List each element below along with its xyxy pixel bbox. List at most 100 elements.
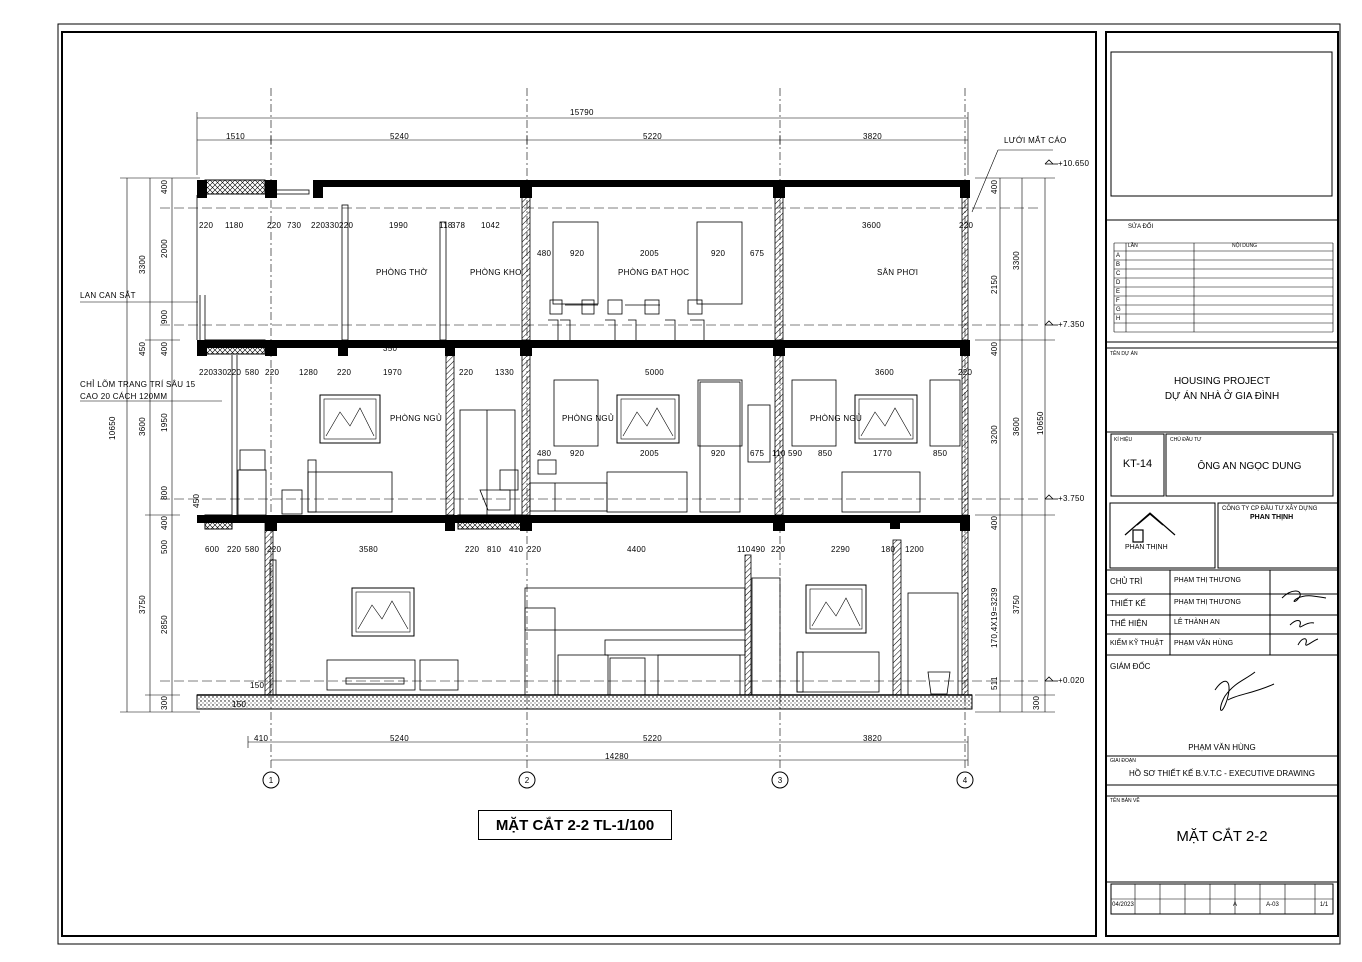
dim: 410 xyxy=(509,545,524,554)
sheet-info-cell: 04/2023 xyxy=(1112,902,1134,908)
revision-col-time: LẦN xyxy=(1128,243,1138,249)
revision-row: A xyxy=(1116,253,1121,259)
revision-row: B xyxy=(1116,262,1121,268)
dim: 150 xyxy=(250,681,265,690)
dim: 180 xyxy=(881,545,896,554)
dim: 220 xyxy=(267,221,282,230)
dim: 675 xyxy=(750,449,765,458)
svg-text:1: 1 xyxy=(269,776,274,785)
level-4: +0.020 xyxy=(1058,676,1085,685)
label-storage-room: PHÒNG KHO xyxy=(470,268,522,277)
right-dimension-lines xyxy=(975,177,1055,713)
dim: 110 xyxy=(737,545,751,554)
dim: 220 xyxy=(227,545,242,554)
dim: 220 xyxy=(459,368,474,377)
role-2-name: PHẠM THỊ THƯƠNG xyxy=(1174,599,1241,606)
company-name: CÔNG TY CP ĐẦU TƯ XÂY DỰNG xyxy=(1222,506,1318,512)
axis-bubbles xyxy=(262,771,974,789)
dim: 2005 xyxy=(640,249,659,258)
role-3-name: LÊ THÀNH AN xyxy=(1174,619,1220,626)
label-mesh: LƯỚI MẮT CÁO xyxy=(1004,136,1067,145)
dim: 1990 xyxy=(389,221,408,230)
dim: 580 xyxy=(245,545,260,554)
label-drying-yard: SÂN PHƠI xyxy=(877,268,919,277)
revision-col-content: NỘI DUNG xyxy=(1232,243,1257,249)
label-study-room: PHÒNG ĐẠT HỌC xyxy=(618,268,690,277)
revision-row: H xyxy=(1116,316,1121,322)
label-niche: CHỈ LÕM TRANG TRÍ SÂU 15 xyxy=(80,380,196,389)
dim: 600 xyxy=(205,545,220,554)
dim: 3600 xyxy=(862,221,881,230)
wall-pictures xyxy=(319,394,918,637)
dim: 675 xyxy=(750,249,765,258)
dim: 850 xyxy=(818,449,833,458)
dim: 220 xyxy=(339,221,354,230)
dim: 118 xyxy=(439,221,453,230)
dim: 1970 xyxy=(383,368,402,377)
top-dim-1: 1510 xyxy=(226,132,245,141)
dim: 2005 xyxy=(640,449,659,458)
furniture xyxy=(237,299,959,696)
dim: 220 xyxy=(227,368,242,377)
svg-text:4: 4 xyxy=(963,776,968,785)
revision-row: C xyxy=(1116,271,1121,277)
dim: 1200 xyxy=(905,545,924,554)
svg-text:2: 2 xyxy=(525,776,530,785)
bottom-dim-4: 3820 xyxy=(863,734,882,743)
dim: 110 xyxy=(772,449,786,458)
dim: 590 xyxy=(788,449,803,458)
director-name: PHẠM VĂN HÙNG xyxy=(1188,743,1256,752)
drawing-caption: MẶT CẮT 2-2 TL-1/100 xyxy=(478,810,672,840)
revision-row: G xyxy=(1116,307,1121,313)
dim: 330 xyxy=(213,368,228,377)
dim: 5000 xyxy=(645,368,664,377)
row3-dims: 220 1180 220 730 220 330 220 1990 118 37… xyxy=(199,221,535,230)
sheet-title-label: TÊN BẢN VẼ xyxy=(1110,798,1140,804)
revision-row: E xyxy=(1116,289,1121,295)
sheet-info-row: 04/2023 A A-03 1/1 xyxy=(1111,902,1333,908)
dim: 920 xyxy=(711,449,726,458)
drawing-frame xyxy=(61,31,1097,937)
walls xyxy=(264,186,969,696)
label-bedroom-2: PHÒNG NGỦ xyxy=(562,414,615,423)
revision-row: F xyxy=(1116,298,1120,304)
top-dim-2: 5240 xyxy=(390,132,409,141)
dim: 480 xyxy=(537,449,552,458)
role-2: THIẾT KẾ xyxy=(1110,599,1146,608)
sheet-info-cell: 1/1 xyxy=(1319,902,1329,908)
signatures xyxy=(1214,590,1327,711)
label-worship-room: PHÒNG THỜ xyxy=(376,268,428,277)
level-2: +7.350 xyxy=(1058,320,1085,329)
outer-frame xyxy=(57,23,1341,945)
partition-lines xyxy=(196,195,516,516)
dim: 1042 xyxy=(481,221,500,230)
dim: 1770 xyxy=(873,449,892,458)
bottom-dim-3: 5220 xyxy=(643,734,662,743)
revision-row: D xyxy=(1116,280,1121,286)
dim: 920 xyxy=(570,249,585,258)
label-bedroom-3: PHÒNG NGỦ xyxy=(810,414,863,423)
level-marks xyxy=(1044,159,1058,682)
sheet-info-cell xyxy=(1185,902,1210,908)
project-name-en: HOUSING PROJECT xyxy=(1173,376,1271,387)
dim: 220 xyxy=(959,221,974,230)
overall-dim-top: 15790 xyxy=(570,108,594,117)
left-dimension-lines xyxy=(120,177,200,713)
company-logo xyxy=(1124,512,1176,543)
stage: HỒ SƠ THIẾT KẾ B.V.T.C - EXECUTIVE DRAWI… xyxy=(1128,769,1315,778)
dim: 730 xyxy=(287,221,302,230)
balcony-block-2 xyxy=(204,514,233,530)
owner-name: ÔNG AN NGỌC DUNG xyxy=(1197,461,1302,472)
dim: 350 xyxy=(383,344,398,353)
dim: 1180 xyxy=(225,221,244,230)
dim: 220 xyxy=(771,545,786,554)
sheet-info-cell xyxy=(1135,902,1160,908)
dim: 1330 xyxy=(495,368,514,377)
bottom-dim-1: 410 xyxy=(254,734,269,743)
dim: 220 xyxy=(958,368,973,377)
dim: 150 xyxy=(232,700,247,709)
windows xyxy=(552,221,961,463)
dim: 4400 xyxy=(627,545,646,554)
